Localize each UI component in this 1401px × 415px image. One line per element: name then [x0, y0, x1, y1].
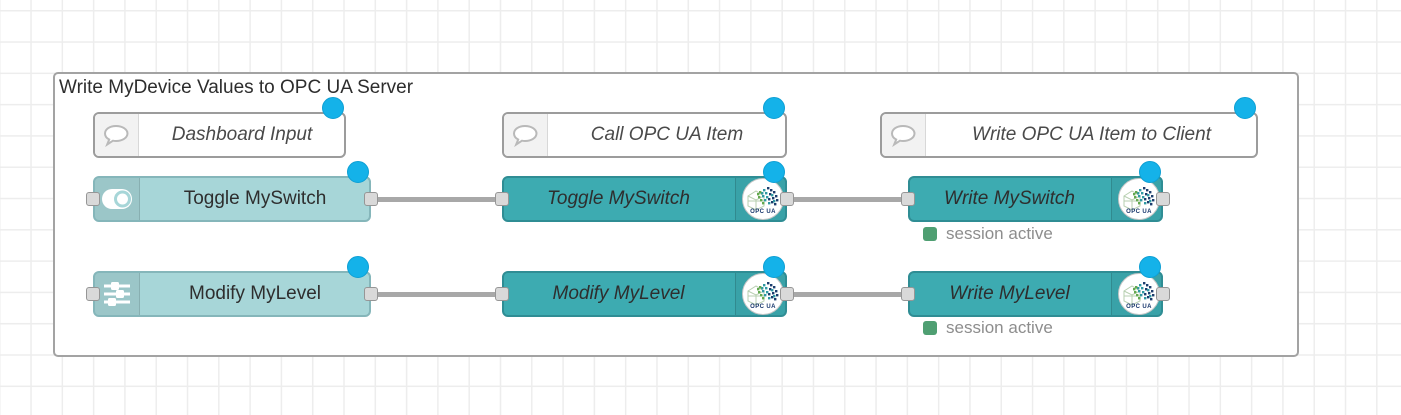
comment-bubble-icon	[512, 124, 538, 147]
changed-indicator-icon	[347, 161, 369, 183]
node-label: Write MyLevel	[949, 283, 1070, 304]
node-modify-mylevel-item[interactable]: Modify MyLevel OPC UA	[502, 271, 787, 317]
comment-write-opcua-item[interactable]: Write OPC UA Item to Client	[880, 112, 1258, 158]
opcua-logo-icon: OPC UA	[1118, 178, 1160, 220]
output-port[interactable]	[364, 287, 378, 301]
changed-indicator-icon	[1139, 256, 1161, 278]
comment-icon-region	[95, 114, 139, 156]
toggle-switch-icon	[102, 189, 132, 209]
opcua-logo-icon: OPC UA	[742, 273, 784, 315]
node-status-write-mylevel: session active	[923, 318, 1053, 337]
switch-icon-region	[95, 178, 140, 220]
node-write-mylevel[interactable]: Write MyLevel OPC UA	[908, 271, 1163, 317]
comment-bubble-icon	[103, 124, 129, 147]
output-port[interactable]	[1156, 287, 1170, 301]
opcua-badge-label: OPC UA	[1126, 304, 1152, 310]
output-port[interactable]	[780, 192, 794, 206]
opcua-logo-icon: OPC UA	[742, 178, 784, 220]
opcua-badge-label: OPC UA	[1126, 209, 1152, 215]
node-label: Modify MyLevel	[189, 283, 321, 304]
changed-indicator-icon	[763, 256, 785, 278]
opcua-badge-label: OPC UA	[750, 209, 776, 215]
comment-label: Write OPC UA Item to Client	[972, 124, 1211, 145]
node-label: Write MySwitch	[944, 188, 1075, 209]
changed-indicator-icon	[1139, 161, 1161, 183]
output-port[interactable]	[364, 192, 378, 206]
node-modify-mylevel-input[interactable]: Modify MyLevel	[93, 271, 371, 317]
comment-icon-region	[504, 114, 548, 156]
opcua-icon-region: OPC UA	[735, 178, 785, 220]
wire-toggle-to-item[interactable]	[371, 197, 502, 202]
changed-indicator-icon	[322, 97, 344, 119]
comment-label: Dashboard Input	[171, 124, 313, 145]
wire-item-to-writeswitch[interactable]	[787, 197, 908, 202]
changed-indicator-icon	[347, 256, 369, 278]
node-toggle-myswitch-item[interactable]: Toggle MySwitch OPC UA	[502, 176, 787, 222]
input-port[interactable]	[495, 287, 509, 301]
comment-call-opcua-item[interactable]: Call OPC UA Item	[502, 112, 787, 158]
output-port[interactable]	[780, 287, 794, 301]
input-port[interactable]	[86, 192, 100, 206]
comment-dashboard-input[interactable]: Dashboard Input	[93, 112, 346, 158]
changed-indicator-icon	[763, 97, 785, 119]
input-port[interactable]	[901, 287, 915, 301]
input-port[interactable]	[901, 192, 915, 206]
node-label: Modify MyLevel	[552, 283, 685, 304]
node-status-write-myswitch: session active	[923, 224, 1053, 243]
status-dot-icon	[923, 321, 937, 335]
status-text: session active	[946, 224, 1053, 243]
comment-icon-region	[882, 114, 926, 156]
wire-item-to-writelevel[interactable]	[787, 292, 908, 297]
status-text: session active	[946, 318, 1053, 337]
opcua-icon-region: OPC UA	[1111, 178, 1161, 220]
node-toggle-myswitch-input[interactable]: Toggle MySwitch	[93, 176, 371, 222]
sliders-icon	[104, 282, 130, 306]
input-port[interactable]	[495, 192, 509, 206]
node-label: Toggle MySwitch	[547, 188, 690, 209]
opcua-icon-region: OPC UA	[735, 273, 785, 315]
node-write-myswitch[interactable]: Write MySwitch OPC UA	[908, 176, 1163, 222]
wire-modify-to-item[interactable]	[371, 292, 502, 297]
node-label: Toggle MySwitch	[183, 188, 327, 209]
opcua-badge-label: OPC UA	[750, 304, 776, 310]
changed-indicator-icon	[1234, 97, 1256, 119]
comment-bubble-icon	[890, 124, 916, 147]
status-dot-icon	[923, 227, 937, 241]
opcua-icon-region: OPC UA	[1111, 273, 1161, 315]
slider-icon-region	[95, 273, 140, 315]
opcua-logo-icon: OPC UA	[1118, 273, 1160, 315]
group-title: Write MyDevice Values to OPC UA Server	[59, 77, 414, 98]
comment-label: Call OPC UA Item	[590, 124, 744, 145]
changed-indicator-icon	[763, 161, 785, 183]
input-port[interactable]	[86, 287, 100, 301]
output-port[interactable]	[1156, 192, 1170, 206]
